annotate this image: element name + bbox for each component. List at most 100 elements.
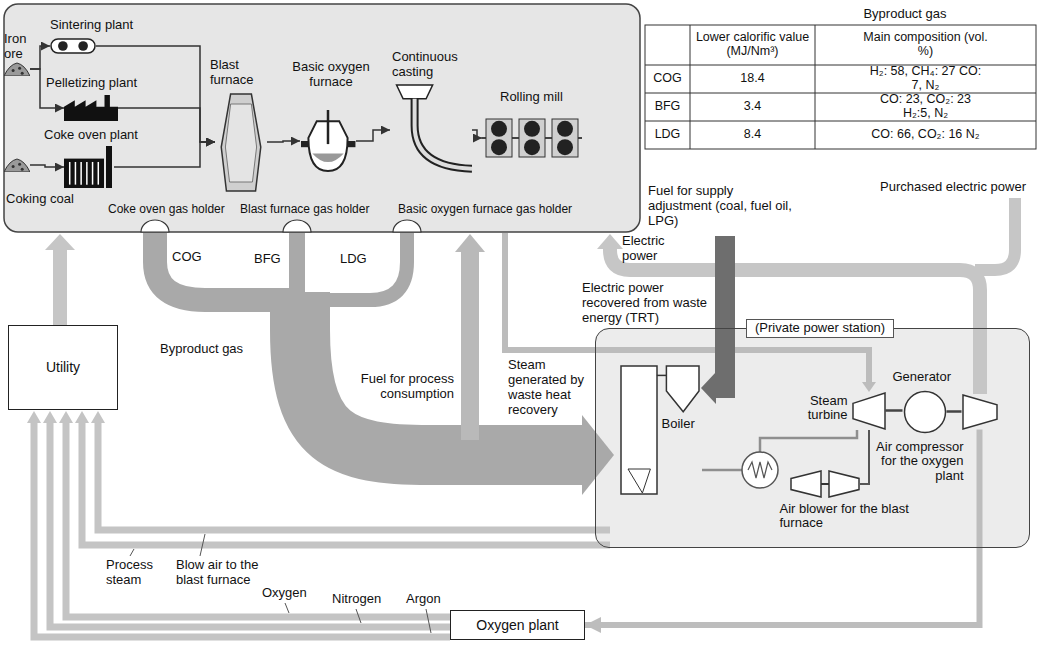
utility-supply-lines: [50, 421, 450, 627]
gas-label: COG: [172, 250, 202, 265]
iron-ore-pile-icon: [18, 67, 21, 70]
flow-label: Nitrogen: [332, 592, 381, 607]
gas-holder: Coke oven gas holder: [140, 219, 170, 233]
coke-oven-plant-icon: [92, 162, 94, 185]
utility-arrowheads: [75, 411, 89, 423]
node-label: Blast furnace: [210, 58, 268, 88]
heat-exchanger: [742, 452, 778, 488]
table-title: Byproduct gas: [830, 7, 980, 22]
node-label: Steam turbine: [794, 394, 848, 424]
iron-ore-pile-icon: [12, 69, 15, 72]
byproduct-gas-bands: [289, 233, 305, 300]
coke-oven-plant-icon: [80, 162, 82, 185]
process-arrow: [356, 130, 390, 141]
node-label: Pelletizing plant: [46, 76, 137, 91]
node-label: Boiler: [662, 417, 695, 432]
blast-furnace: Blast furnace: [215, 92, 267, 192]
node-label: Rolling mill: [500, 90, 563, 105]
utility-supply-lines: [98, 421, 610, 530]
sintering-plant-icon: [51, 39, 95, 53]
leader-lines: [285, 603, 289, 613]
air-compressor-icon: [962, 394, 998, 430]
node-label: Continuous casting: [392, 50, 472, 80]
utility-arrowheads: [59, 411, 73, 423]
gas-label: BFG: [254, 252, 281, 267]
rolling-mill-icon: [519, 119, 545, 157]
coking-coal-pile-icon: [21, 168, 24, 171]
flow-label: Electric power: [622, 234, 674, 264]
gas-holder-icon: [283, 220, 311, 232]
node-label: Sintering plant: [50, 18, 133, 33]
data-table-grid: [645, 25, 1036, 149]
boiler-icon: [666, 366, 699, 412]
power-station-region: (Private power station)BoilerSteam turbi…: [595, 328, 1030, 548]
shaft-line: [886, 409, 903, 412]
flow-label: Oxygen: [262, 586, 307, 601]
rolling-mill-icon: [482, 118, 582, 158]
table-cell: BFG: [645, 93, 690, 121]
data-table-grid: [645, 93, 1036, 94]
process-arrow: [114, 142, 215, 167]
data-table-grid: [645, 121, 1036, 122]
continuous-caster-icon: [415, 99, 472, 169]
pelletizing-plant: Pelletizing plant: [64, 95, 118, 121]
basic-oxygen-furnace: Basic oxygen furnace: [300, 110, 356, 172]
band-arrowhead: [701, 372, 716, 404]
table-header: Main composition (vol. %): [815, 25, 1036, 65]
table-cell: 8.4: [690, 121, 815, 149]
coke-oven-plant-icon: [69, 162, 71, 185]
flow-label: Byproduct gas: [160, 342, 243, 357]
gas-holder-icon: [141, 220, 169, 232]
continuous-caster: Continuous casting: [390, 84, 472, 176]
flow-label: Fuel for supply adjustment (coal, fuel o…: [648, 184, 798, 229]
gas-label: LDG: [340, 252, 367, 267]
utility-box: Utility: [8, 325, 118, 410]
supply-fuel-band: [714, 236, 725, 388]
process-arrow: [472, 130, 482, 138]
boiler-icon: [628, 469, 650, 493]
coking-coal-pile-icon: [4, 158, 30, 172]
process-arrow: [30, 46, 50, 69]
steam-cycle: [702, 430, 857, 470]
continuous-caster-icon: [415, 99, 472, 169]
air-compressor-icon: [963, 395, 997, 429]
leader-lines: [426, 609, 431, 633]
flow-label: Blow air to the blast furnace: [176, 558, 286, 588]
basic-oxygen-furnace-icon: [327, 110, 330, 144]
heat-exchanger: [742, 452, 778, 488]
steam-cycle: [760, 430, 857, 452]
node-label: Iron ore: [4, 32, 34, 62]
node-label: Coke oven plant: [44, 128, 138, 143]
utility-supply-lines: [82, 421, 610, 545]
table-cell: CO: 66, CO₂: 16 N₂: [815, 121, 1036, 149]
region-title: (Private power station): [746, 319, 894, 338]
utility-arrowheads: [91, 411, 105, 423]
purchased-power-band: [975, 198, 1015, 270]
iron-ore-pile: Iron ore: [4, 62, 30, 76]
sintering-plant: Sintering plant: [50, 38, 96, 54]
coking-coal-pile: Coking coal: [4, 158, 30, 172]
air-blower-icon: [821, 483, 829, 485]
band-arrowhead: [45, 234, 75, 250]
basic-oxygen-furnace-icon: [300, 110, 356, 172]
coke-oven-plant-icon: [64, 159, 104, 188]
utility-supply-band: [53, 249, 67, 325]
rolling-mill-icon: [552, 119, 578, 157]
node-label: Coking coal: [6, 192, 74, 207]
sintering-plant-icon: [50, 38, 96, 54]
node-label: Blast furnace gas holder: [240, 203, 369, 217]
byproduct-gas-bands: [155, 233, 290, 300]
blast-furnace-icon: [221, 94, 261, 191]
basic-oxygen-furnace-icon: [312, 153, 343, 162]
sintering-plant-icon: [58, 41, 68, 51]
rolling-mill-icon: [524, 121, 540, 137]
steam-turbine: Steam turbine: [852, 392, 886, 430]
leader-lines: [200, 534, 205, 556]
coking-coal-pile-icon: [18, 163, 21, 166]
generator-icon: [904, 391, 945, 432]
iron-ore-pile-icon: [21, 72, 24, 75]
boiler-icon: [656, 374, 666, 376]
node-label: Oxygen plant: [476, 617, 559, 633]
oxygen-plant-box: Oxygen plant: [450, 610, 585, 640]
